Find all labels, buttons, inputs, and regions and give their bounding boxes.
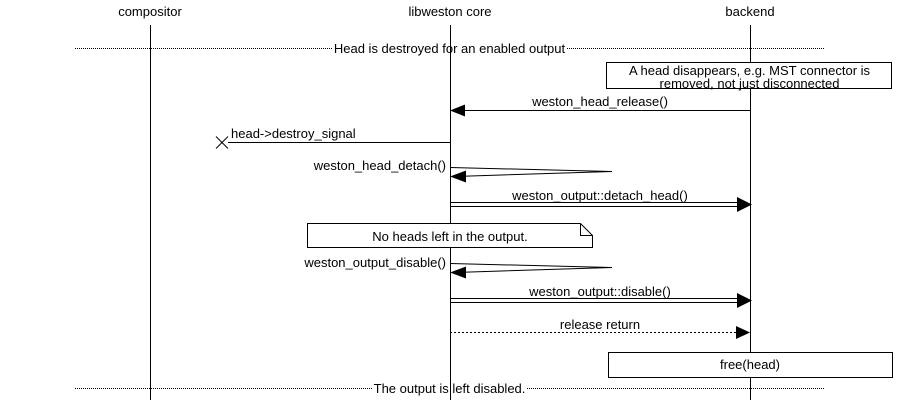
arrow-weston-head-release (450, 104, 750, 117)
message-label-weston-head-release: weston_head_release() (532, 94, 668, 109)
actor-label-backend: backend (725, 4, 775, 19)
note-free-head-text: free(head) (720, 357, 780, 372)
divider-dotted-line (527, 388, 825, 389)
note-no-heads-left-text: No heads left in the output. (372, 229, 528, 244)
message-label-head-destroy-signal: head->destroy_signal (231, 126, 356, 141)
arrow-weston-head-detach-self-loop (449, 167, 613, 183)
divider-label: The output is left disabled. (373, 381, 526, 396)
note-line-2: removed, not just disconnected (659, 76, 840, 91)
message-label-weston-output-detach-head: weston_output::detach_head() (512, 188, 688, 203)
arrow-release-return (450, 326, 750, 339)
note-line-1: A head disappears, e.g. MST connector is (628, 63, 871, 78)
note-box-head-disappears (606, 62, 892, 89)
note-head-disappears-text: A head disappears, e.g. MST connector is… (607, 64, 892, 90)
arrow-weston-output-disable (450, 293, 752, 308)
divider-dotted-line (75, 48, 332, 49)
divider-head-destroyed: Head is destroyed for an enabled output (75, 41, 824, 56)
divider-label: Head is destroyed for an enabled output (333, 41, 566, 56)
actor-label-libweston-core: libweston core (408, 4, 492, 19)
divider-dotted-line (567, 48, 824, 49)
arrow-weston-output-disable-self-loop (449, 263, 613, 279)
arrow-weston-output-detach-head (450, 197, 752, 212)
arrow-head-destroy-signal (215, 136, 450, 149)
message-label-weston-head-detach: weston_head_detach() (313, 158, 446, 173)
note-folded-no-heads-left (307, 223, 593, 248)
actor-label-compositor: compositor (118, 4, 182, 19)
note-box-free-head (608, 352, 893, 378)
divider-output-left-disabled: The output is left disabled. (75, 381, 825, 396)
message-label-weston-output-disable: weston_output::disable() (529, 284, 671, 299)
divider-dotted-line (75, 388, 372, 389)
message-label-release-return: release return (559, 317, 641, 332)
message-label-weston-output-disable-fn: weston_output_disable() (304, 255, 446, 270)
